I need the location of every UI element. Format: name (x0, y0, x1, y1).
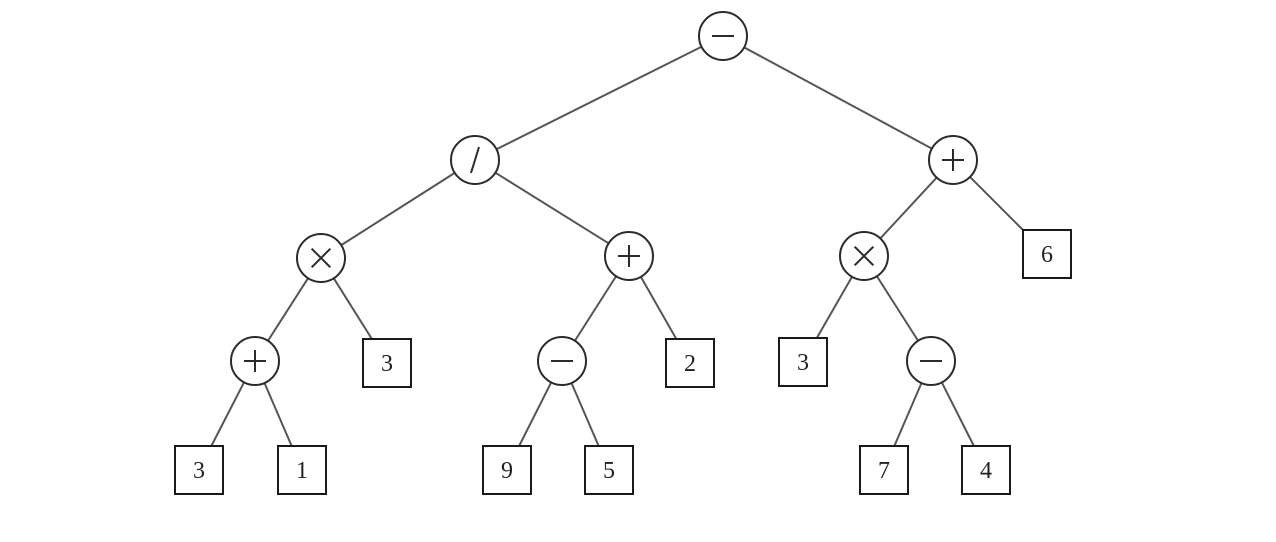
operator-node-plus (928, 135, 978, 185)
operator-node-minus (906, 336, 956, 386)
operand-box (277, 445, 327, 495)
tree-edge (815, 276, 853, 339)
tree-edge (876, 275, 919, 342)
operand-node: 1 (277, 445, 327, 495)
operand-box (362, 338, 412, 388)
operand-value: 2 (684, 351, 696, 377)
tree-edge (574, 275, 617, 342)
operator-node-divide (450, 135, 500, 185)
operand-box (859, 445, 909, 495)
times-icon (310, 247, 332, 269)
operand-box (665, 338, 715, 388)
operand-node: 4 (961, 445, 1011, 495)
operand-node: 2 (665, 338, 715, 388)
tree-edge (940, 381, 975, 447)
operand-box (584, 445, 634, 495)
operand-value: 1 (296, 458, 308, 484)
operand-box (1022, 229, 1072, 279)
tree-edge (494, 171, 610, 245)
operand-value: 3 (193, 458, 205, 484)
operand-node: 3 (362, 338, 412, 388)
operand-node: 3 (174, 445, 224, 495)
operand-value: 4 (980, 458, 992, 484)
plus-icon (942, 149, 964, 171)
operand-value: 3 (381, 351, 393, 377)
plus-icon (244, 350, 266, 372)
tree-edge (332, 277, 373, 340)
divide-icon (470, 146, 480, 174)
tree-edge (518, 381, 553, 447)
operand-value: 6 (1041, 242, 1053, 268)
tree-edge (570, 382, 600, 447)
operand-node: 3 (778, 337, 828, 387)
tree-edge (893, 382, 923, 447)
operand-box (174, 445, 224, 495)
operand-value: 5 (603, 458, 615, 484)
operator-node-plus (604, 231, 654, 281)
plus-icon (618, 245, 640, 267)
operand-node: 9 (482, 445, 532, 495)
tree-edge (340, 172, 456, 246)
operand-node: 7 (859, 445, 909, 495)
operator-node-minus (698, 11, 748, 61)
tree-edge (263, 382, 293, 447)
times-icon (853, 245, 875, 267)
tree-edge (879, 176, 938, 240)
operand-node: 6 (1022, 229, 1072, 279)
operand-box (961, 445, 1011, 495)
operator-node-plus (230, 336, 280, 386)
tree-edge (743, 46, 933, 150)
operand-value: 3 (797, 350, 809, 376)
tree-edge (969, 176, 1024, 231)
operand-node: 5 (584, 445, 634, 495)
operator-node-times (296, 233, 346, 283)
operand-value: 9 (501, 458, 513, 484)
operator-node-times (839, 231, 889, 281)
tree-edge (267, 277, 309, 342)
operand-value: 7 (878, 458, 890, 484)
operator-node-minus (537, 336, 587, 386)
tree-edges (210, 45, 1024, 447)
operand-box (482, 445, 532, 495)
tree-edge (640, 276, 678, 340)
tree-edge (496, 45, 702, 151)
operand-box (778, 337, 828, 387)
tree-edge (210, 381, 245, 447)
